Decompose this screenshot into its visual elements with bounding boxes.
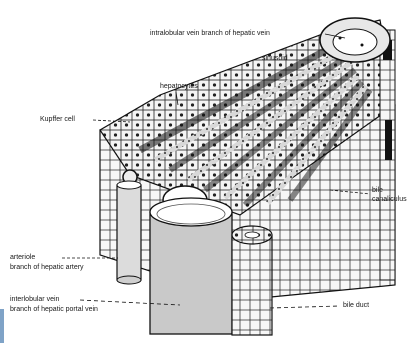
black-edge-mark [385,120,392,160]
interlobular-vein [150,198,232,334]
label-intralobular-vein: intralobular vein branch of hepatic vein [150,30,270,38]
bile-duct-body [232,235,272,335]
label-kupffer-cell: Kupffer cell [40,116,75,124]
portal-vein-top [150,198,232,226]
label-interlobular-vein-1: interlobular vein [10,296,59,304]
label-arteriole-2: branch of hepatic artery [10,264,84,272]
label-sinusoid: sinusoid [262,55,288,63]
label-bile-canaliculus-1: bile [372,187,383,195]
arteriole-body [117,185,141,280]
arteriole-bottom [117,276,141,284]
leader-bile-duct [270,306,340,308]
central-vein-lumen [333,29,377,55]
arteriole [117,181,141,284]
central-vein [320,18,390,62]
label-arteriole-1: arteriole [10,254,35,262]
bile-duct-lumen [245,232,259,238]
label-hepatocytes: hepatocytes [160,83,198,91]
label-bile-duct: bile duct [343,302,369,310]
arteriole-top [117,181,141,189]
vein-cell [361,44,364,47]
label-interlobular-vein-2: branch of hepatic portal vein [10,306,98,314]
label-bile-canaliculus-2: canaliculus [372,196,407,204]
bile-duct [232,226,272,335]
portal-vein-body [150,212,232,334]
corner-mark [0,309,4,343]
